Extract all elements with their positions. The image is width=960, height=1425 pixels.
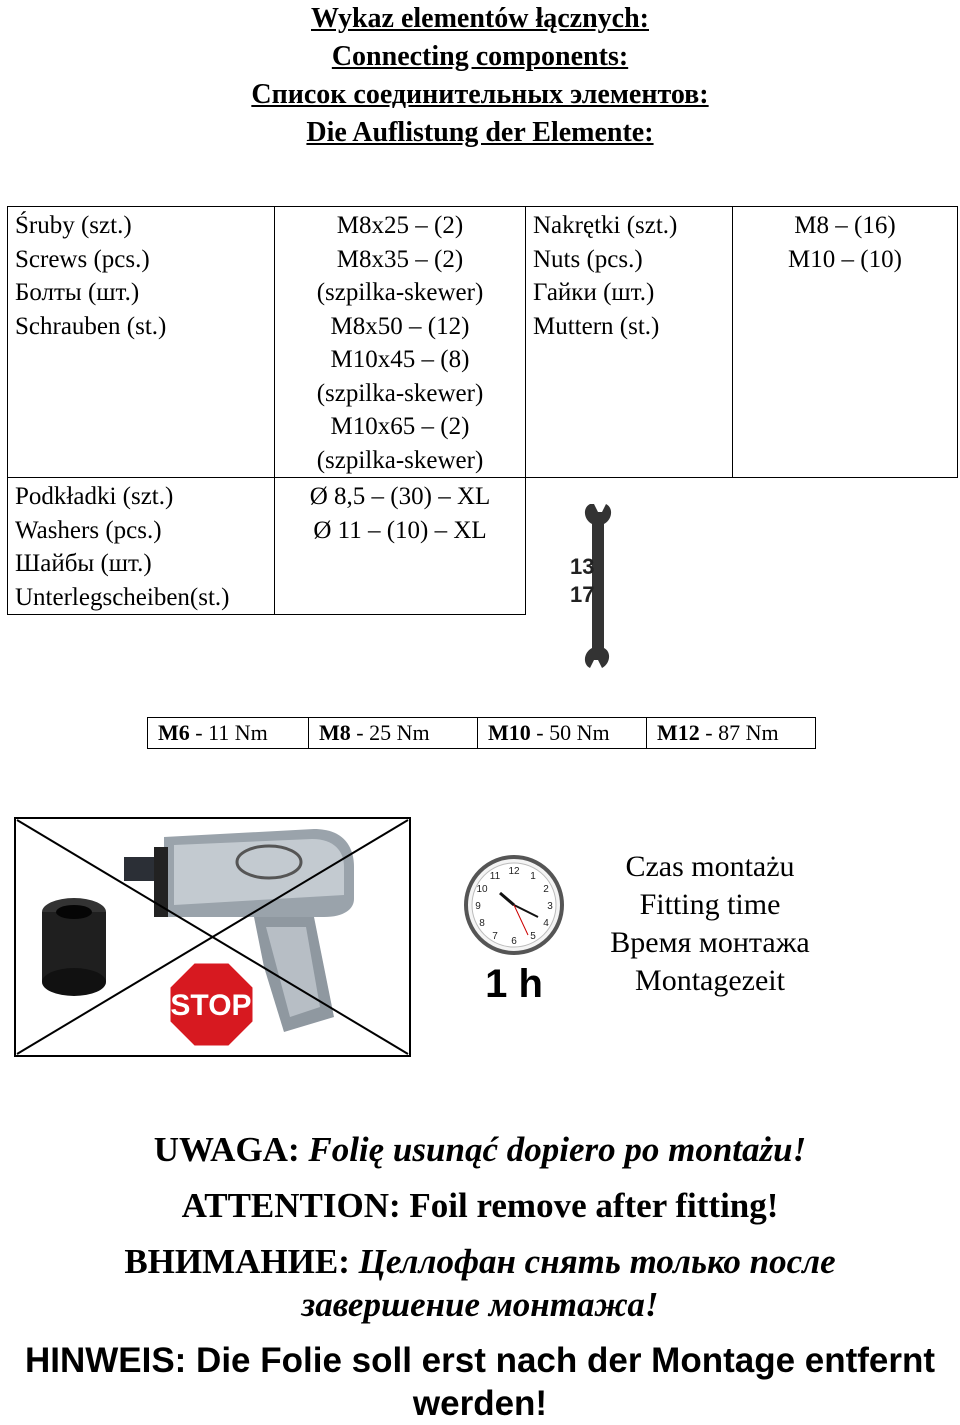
clock-duration: 1 h [485,962,543,1005]
torque-bolt: M10 [488,720,531,745]
wrench-size-17: 17 [570,582,594,607]
screws-values-cell: M8x25 – (2) M8x35 – (2) (szpilka-skewer)… [274,206,526,478]
torque-cell: M12 - 87 Nm [646,717,816,749]
washers-label-en: Washers (pcs.) [15,516,162,544]
screws-label-ru: Болты (шт.) [15,279,140,306]
no-impact-wrench-image: STOP [14,817,411,1057]
warning-pl: UWAGA: Folię usunąć dopiero po montażu! [0,1128,960,1171]
washer-value: Ø 8,5 – (30) – XL [309,483,491,510]
screw-value: (szpilka-skewer) [316,446,484,474]
warning-ru-text-cont: завершение монтажа! [301,1285,659,1324]
washers-label-de: Unterlegscheiben(st.) [15,583,230,611]
warning-de: HINWEIS: Die Folie soll erst nach der Mo… [0,1339,960,1425]
torque-bolt: M8 [319,720,351,745]
svg-text:3: 3 [547,901,553,912]
screw-value: M8x50 – (12) [330,312,470,340]
screw-value: M8x25 – (2) [336,212,464,239]
torque-cell: M6 - 11 Nm [147,717,309,749]
nuts-label-pl: Nakrętki (szt.) [533,212,678,239]
nuts-label-ru: Гайки (шт.) [533,279,655,306]
screw-value: M10x65 – (2) [330,413,470,440]
wrench-icon: 13 17 [570,504,612,668]
torque-cell: M8 - 25 Nm [308,717,478,749]
screw-value: (szpilka-skewer) [316,379,484,407]
svg-text:11: 11 [490,871,501,882]
warning-en-text: Foil remove after fitting! [409,1186,779,1225]
torque-table: M6 - 11 Nm M8 - 25 Nm M10 - 50 Nm M12 - … [147,717,816,749]
warning-en-label: ATTENTION: [181,1186,410,1225]
fitting-time-ru: Время монтажа [610,926,810,959]
screws-label-en: Screws (pcs.) [15,245,150,273]
svg-text:1: 1 [530,871,536,882]
nut-value: M10 – (10) [788,245,902,273]
cross-line [16,819,409,1055]
socket-icon [42,898,106,996]
fitting-time-text: Czas montażu Fitting time Время монтажа … [590,848,830,1000]
fitting-time-de: Montagezeit [635,964,785,997]
warning-ru-label: ВНИМАНИЕ: [124,1242,359,1281]
torque-value: - 11 Nm [189,720,268,745]
nut-value: M8 – (16) [794,212,896,239]
svg-text:8: 8 [479,918,485,929]
svg-text:9: 9 [475,901,481,912]
warning-de-text-cont: werden! [412,1384,548,1423]
warning-en: ATTENTION: Foil remove after fitting! [0,1184,960,1227]
torque-value: - 87 Nm [699,720,779,745]
screws-label-pl: Śruby (szt.) [15,212,132,239]
warning-de-text: HINWEIS: Die Folie soll erst nach der Mo… [24,1341,936,1380]
document-title: Wykaz elementów łącznych: Connecting com… [0,0,960,152]
nuts-label-en: Nuts (pcs.) [533,245,643,273]
svg-text:5: 5 [530,931,536,942]
title-de: Die Auflistung der Elemente: [306,117,654,148]
torque-value: - 50 Nm [530,720,610,745]
warning-ru-text: Целлофан снять только после [358,1242,836,1281]
impact-wrench-icon [124,829,354,1032]
warning-ru: ВНИМАНИЕ: Целлофан снять только после зав… [0,1240,960,1326]
wrench-size-13: 13 [570,554,594,579]
svg-text:6: 6 [511,936,517,947]
title-ru: Список соединительных элементов: [251,79,709,110]
svg-text:10: 10 [476,884,488,895]
screw-value: (szpilka-skewer) [316,279,484,306]
fitting-time-pl: Czas montażu [625,850,795,883]
foil-warning: UWAGA: Folię usunąć dopiero po montażu! … [0,1128,960,1425]
screws-label-de: Schrauben (st.) [15,312,167,340]
torque-bolt: M12 [657,720,700,745]
warning-pl-label: UWAGA: [153,1130,309,1169]
svg-text:2: 2 [543,884,549,895]
washers-label-ru: Шайбы (шт.) [15,550,152,577]
torque-cell: M10 - 50 Nm [477,717,647,749]
nuts-label-de: Muttern (st.) [533,312,660,340]
washer-value: Ø 11 – (10) – XL [313,516,487,544]
washers-values-cell: Ø 8,5 – (30) – XL Ø 11 – (10) – XL [274,477,526,615]
washers-label-pl: Podkładki (szt.) [15,483,174,510]
title-en: Connecting components: [331,41,629,72]
svg-text:12: 12 [508,866,520,877]
svg-text:7: 7 [492,931,498,942]
washers-label-cell: Podkładki (szt.) Washers (pcs.) Шайбы (ш… [7,477,275,615]
screw-value: M8x35 – (2) [336,245,464,273]
components-table: Śruby (szt.) Screws (pcs.) Болты (шт.) S… [7,206,958,615]
torque-value: - 25 Nm [350,720,430,745]
fitting-time-en: Fitting time [639,888,781,921]
screw-value: M10x45 – (8) [330,346,470,373]
warning-pl-text: Folię usunąć dopiero po montażu! [308,1130,807,1169]
nuts-label-cell: Nakrętki (szt.) Nuts (pcs.) Гайки (шт.) … [525,206,733,478]
svg-text:4: 4 [543,918,549,929]
stop-sign-label: STOP [170,989,251,1022]
stop-sign-icon: STOP [167,960,256,1049]
nuts-values-cell: M8 – (16) M10 – (10) [732,206,958,478]
torque-bolt: M6 [158,720,190,745]
screws-label-cell: Śruby (szt.) Screws (pcs.) Болты (шт.) S… [7,206,275,478]
title-pl: Wykaz elementów łącznych: [311,3,649,34]
